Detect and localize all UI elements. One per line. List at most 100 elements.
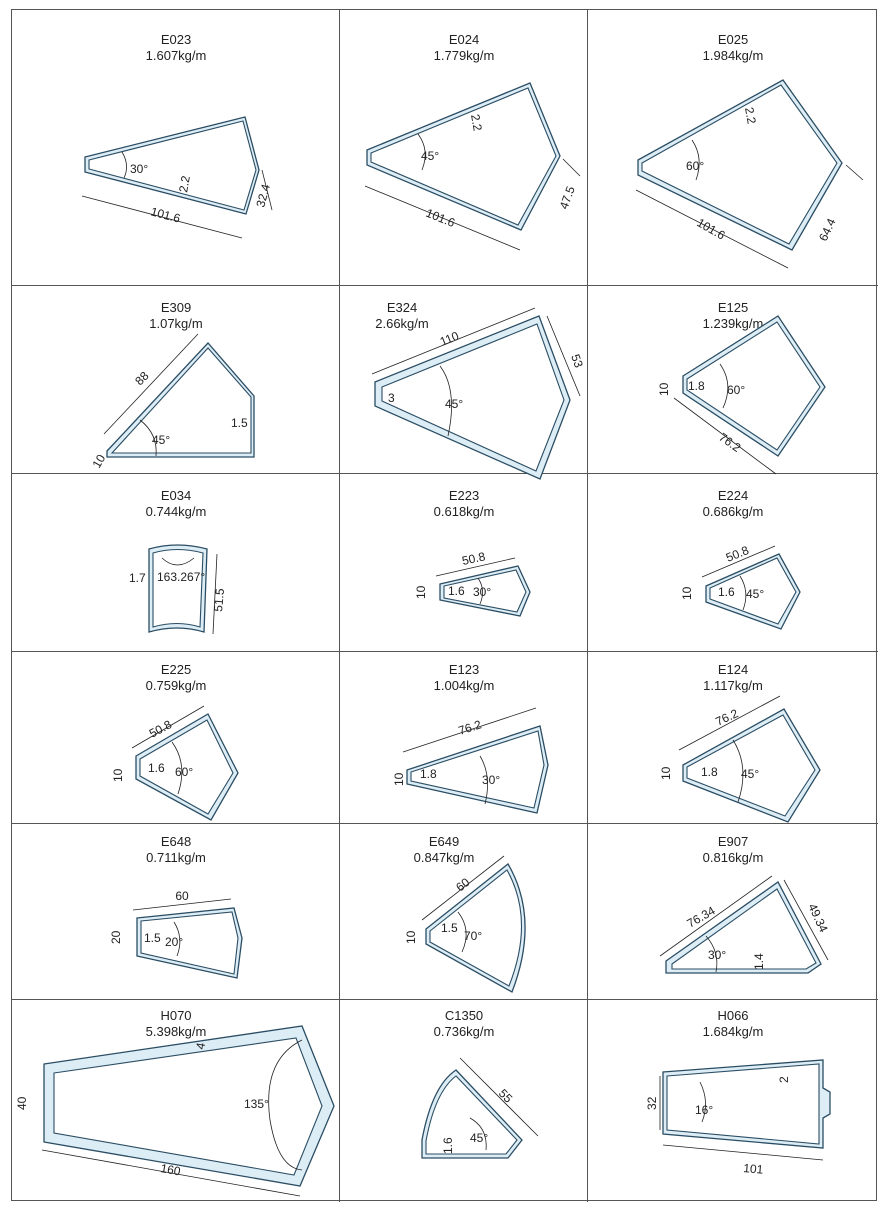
profile-drawing-e024: E024 1.779kg/m 2.2 45° 101.6 47.5: [364, 32, 581, 251]
profile-code: E025: [718, 32, 748, 47]
dimension-label: 45°: [152, 433, 170, 447]
dimension-label: 45°: [746, 587, 764, 601]
profile-cell-e034: E034 0.744kg/m 1.7 163.267° 51.5: [12, 474, 340, 652]
dimension-label: 60°: [686, 159, 704, 173]
dimension-label: 1.8: [420, 767, 437, 781]
profile-drawing-e223: E223 0.618kg/m 50.8 10 1.6 30°: [414, 488, 531, 617]
dimension-label: 30°: [482, 773, 500, 787]
profile-weight: 1.984kg/m: [703, 48, 764, 63]
dimension-label: 60°: [175, 765, 193, 779]
dimension-label: 1.4: [752, 953, 766, 970]
dimension-label: 1.6: [718, 585, 735, 599]
profile-code: E123: [449, 662, 479, 677]
profile-cell-e123: E123 1.004kg/m 76.2 10 1.8 30°: [340, 652, 588, 824]
dimension-label: 20: [109, 930, 123, 944]
profile-drawing-e324: E324 2.66kg/m 110 53 3 45°: [371, 300, 586, 480]
profile-code: E223: [449, 488, 479, 503]
profile-drawing-e125: E125 1.239kg/m 10 1.8 60° 76.2: [657, 300, 826, 475]
profile-code: E907: [718, 834, 748, 849]
profile-code: E034: [161, 488, 191, 503]
profile-cell-e124: E124 1.117kg/m 76.2 10 1.8 45°: [588, 652, 878, 824]
dimension-label: 110: [438, 329, 461, 349]
profile-cell-e125: E125 1.239kg/m 10 1.8 60° 76.2: [588, 286, 878, 475]
profile-cell-e224: E224 0.686kg/m 50.8 10 1.6 45°: [588, 474, 878, 652]
dimension-label: 10: [89, 452, 108, 471]
profile-weight: 1.779kg/m: [434, 48, 495, 63]
dimension-label: 1.6: [441, 1137, 455, 1154]
dimension-label: 47.5: [557, 184, 578, 211]
profile-drawing-h070: H070 5.398kg/m 4 40 135° 160: [15, 1008, 335, 1197]
profile-code: E649: [429, 834, 459, 849]
dimension-label: 3: [388, 391, 395, 405]
profile-weight: 0.711kg/m: [146, 850, 206, 865]
dimension-label: 135°: [244, 1097, 269, 1111]
dimension-label: 16°: [695, 1103, 713, 1117]
dimension-label: 30°: [708, 948, 726, 962]
dimension-label: 10: [659, 766, 673, 780]
profile-cell-e648: E648 0.711kg/m 60 20 1.5 20°: [12, 824, 340, 1000]
profile-drawing-e124: E124 1.117kg/m 76.2 10 1.8 45°: [659, 662, 821, 823]
profile-drawing-e649: E649 0.847kg/m 60 10 1.5 70°: [404, 834, 526, 993]
dimension-label: 2: [777, 1076, 791, 1083]
dimension-label: 1.5: [231, 416, 248, 430]
profile-code: H070: [160, 1008, 191, 1023]
dimension-label: 76.2: [713, 706, 740, 729]
dimension-label: 1.5: [441, 921, 458, 935]
dimension-label: 1.8: [688, 379, 705, 393]
dimension-label: 1.8: [701, 765, 718, 779]
dimension-label: 45°: [445, 397, 463, 411]
profile-code: H066: [717, 1008, 748, 1023]
profile-cell-e024: E024 1.779kg/m 2.2 45° 101.6 47.5: [340, 10, 588, 286]
profile-code: E225: [161, 662, 191, 677]
profile-cell-e225: E225 0.759kg/m 50.8 10 1.6 60°: [12, 652, 340, 824]
profile-cell-e025: E025 1.984kg/m 2.2 60° 101.6 64.4: [588, 10, 878, 286]
profile-code: E324: [387, 300, 417, 315]
profile-weight: 0.816kg/m: [703, 850, 764, 865]
profile-weight: 0.686kg/m: [703, 504, 764, 519]
dimension-label: 101.6: [695, 215, 728, 242]
profile-drawing-e224: E224 0.686kg/m 50.8 10 1.6 45°: [680, 488, 801, 630]
profile-weight: 0.744kg/m: [146, 504, 207, 519]
profile-cell-e223: E223 0.618kg/m 50.8 10 1.6 30°: [340, 474, 588, 652]
dimension-label: 20°: [165, 935, 183, 949]
profile-weight: 0.618kg/m: [434, 504, 495, 519]
profile-code: C1350: [445, 1008, 483, 1023]
profile-weight: 2.66kg/m: [375, 316, 428, 331]
profile-cell-c1350: C1350 0.736kg/m 55 1.6 45°: [340, 1000, 588, 1202]
dimension-label: 55: [496, 1086, 516, 1106]
profile-weight: 0.759kg/m: [146, 678, 207, 693]
dimension-label: 1.6: [448, 584, 465, 598]
profile-cell-e907: E907 0.816kg/m 76.34 49.34 30° 1.4: [588, 824, 878, 1000]
dimension-label: 45°: [421, 149, 439, 163]
profile-weight: 1.239kg/m: [703, 316, 764, 331]
dimension-label: 4: [193, 1041, 208, 1050]
dimension-label: 10: [657, 382, 671, 396]
profile-drawing-e648: E648 0.711kg/m 60 20 1.5 20°: [109, 834, 243, 979]
dimension-label: 10: [392, 772, 406, 786]
profile-code: E023: [161, 32, 191, 47]
profile-drawing-h066: H066 1.684kg/m 2 32 16° 101: [645, 1008, 831, 1177]
dimension-label: 88: [132, 369, 152, 389]
dimension-label: 40: [15, 1096, 29, 1110]
dimension-label: 76.2: [457, 717, 484, 738]
dimension-label: 60°: [727, 383, 745, 397]
dimension-label: 1.6: [148, 761, 165, 775]
profile-drawing-e225: E225 0.759kg/m 50.8 10 1.6 60°: [111, 662, 239, 821]
profile-weight: 1.684kg/m: [703, 1024, 764, 1039]
profile-cell-e023: E023 1.607kg/m 30° 2.2 101.6 32.4: [12, 10, 340, 286]
dimension-label: 32.4: [253, 182, 273, 208]
dimension-label: 53: [568, 352, 586, 370]
dimension-label: 76.2: [716, 430, 743, 455]
dimension-label: 160: [159, 1161, 181, 1178]
dimension-label: 32: [645, 1096, 659, 1110]
dimension-label: 70°: [464, 929, 482, 943]
dimension-label: 2.2: [176, 174, 193, 193]
dimension-label: 101.6: [424, 206, 457, 230]
profile-cell-e649: E649 0.847kg/m 60 10 1.5 70°: [340, 824, 588, 1000]
profile-weight: 1.07kg/m: [149, 316, 202, 331]
profile-cell-h066: H066 1.684kg/m 2 32 16° 101: [588, 1000, 878, 1202]
dimension-label: 163.267°: [157, 570, 205, 584]
profile-cell-e309: E309 1.07kg/m 88 1.5 45° 10: [12, 286, 340, 474]
profile-code: E125: [718, 300, 748, 315]
profile-weight: 0.847kg/m: [414, 850, 475, 865]
